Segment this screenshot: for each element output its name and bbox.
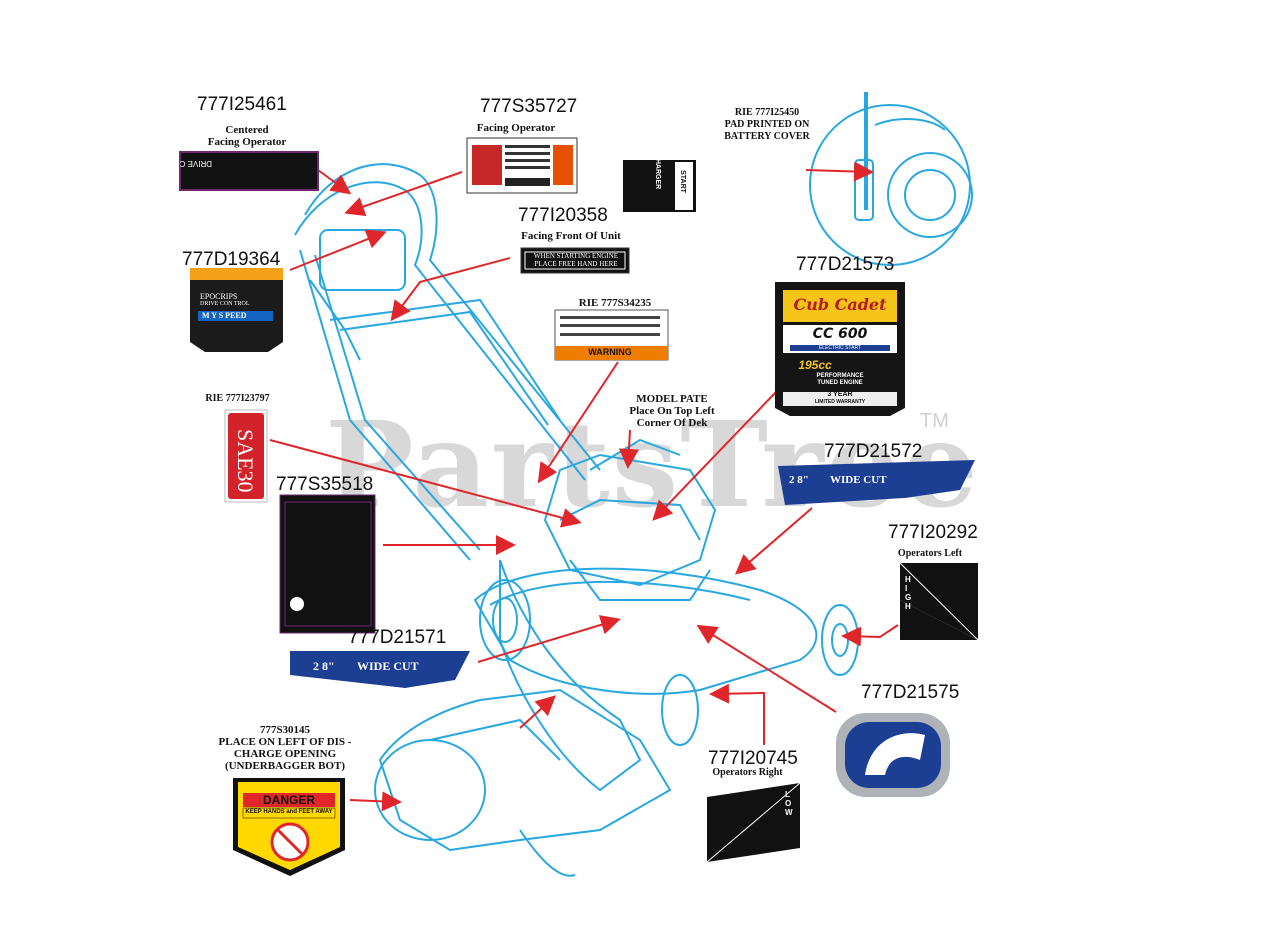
part-number: 777D21571 [348,627,447,648]
decal-label: START [678,170,686,193]
decal-starting-engine [520,247,630,274]
decal-label: SAE30 [233,429,258,493]
part-caption: RIE 777I23797 [205,393,270,404]
decal-danger-keep-hands [233,778,345,876]
decal-height-left [899,562,979,641]
decal-label: WIDE CUT [357,659,419,673]
decal-label: M Y S PEED [202,311,247,320]
svg-text:DRIVE CONTROL: DRIVE CONTROL [146,159,212,168]
decal-wide-cut-right [778,460,975,505]
decal-label: 195cc [798,358,832,372]
decal-cub-cadet-logo [836,713,950,797]
decal-label: 2 8" [313,659,335,673]
decal-label: WARNING [588,347,632,357]
part-number: 777D21575 [861,682,960,703]
decal-label: CHARGER [654,153,662,190]
part-number: 777I25461 [197,94,287,115]
decal-label: KEEP HANDS and FEET AWAY [245,809,333,815]
decal-drive-control: DRIVE CONTROL [146,151,319,191]
part-number: 777D21572 [824,441,923,462]
decal-height-right [706,782,801,863]
callout-arrows [269,161,899,812]
decal-danger-warning [466,137,578,194]
watermark-tm: TM [920,410,949,432]
decal-label: 2 8" [789,474,809,486]
decal-wide-cut-left [290,651,470,688]
decal-label: EPOCRIPS [200,292,238,301]
part-caption: Facing Front Of Unit [521,230,621,242]
decal-cub-cadet-cc600 [775,282,905,416]
decal-label: ELECTRIC START [818,345,862,351]
part-number: 777I20292 [888,522,978,543]
decal-label: Cub Cadet [793,295,887,314]
battery-cover-illustration [809,92,973,266]
part-number: 777S35727 [480,96,578,117]
part-caption: RIE 777S34235 [578,297,652,309]
part-number: 777I20358 [518,205,608,226]
decal-777s35518 [279,494,376,634]
decal-label: CC 600 [812,326,868,342]
decal-my-speed [190,268,283,352]
mower-outline [294,163,859,877]
part-number: 777S35518 [276,474,374,495]
decal-label: WIDE CUT [830,474,887,486]
decal-start-charger [623,160,696,212]
decal-label: DRIVE CON TROL [200,301,250,307]
part-number: 777I20745 [708,748,798,769]
part-caption: Operators Left [897,548,963,559]
part-caption: Operators Right [712,767,783,778]
part-number: 777D19364 [182,249,281,270]
part-caption: Facing Operator [476,122,556,134]
decal-warning-orange [554,309,669,361]
part-number: 777D21573 [796,254,895,275]
decal-label: DANGER [262,793,315,807]
decal-sae30 [224,409,268,503]
